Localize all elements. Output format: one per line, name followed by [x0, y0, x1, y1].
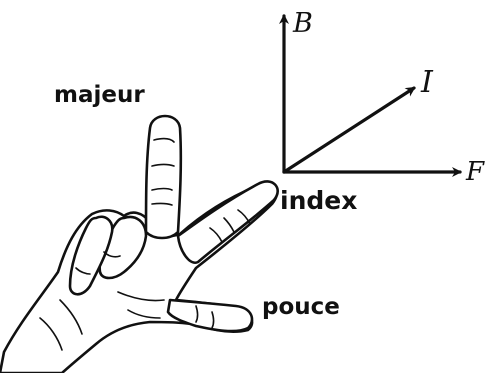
vector-i-arrow — [284, 88, 414, 172]
vector-i-label: I — [420, 65, 434, 100]
vector-b-label: B — [292, 8, 313, 39]
thumb — [168, 300, 252, 331]
label-pouce: pouce — [262, 294, 340, 320]
hand-illustration — [0, 116, 278, 373]
middle-finger — [146, 116, 181, 238]
vector-f-label: F — [465, 157, 485, 187]
label-index: index — [280, 186, 357, 215]
vector-axes — [284, 16, 460, 172]
label-majeur: majeur — [54, 82, 145, 108]
